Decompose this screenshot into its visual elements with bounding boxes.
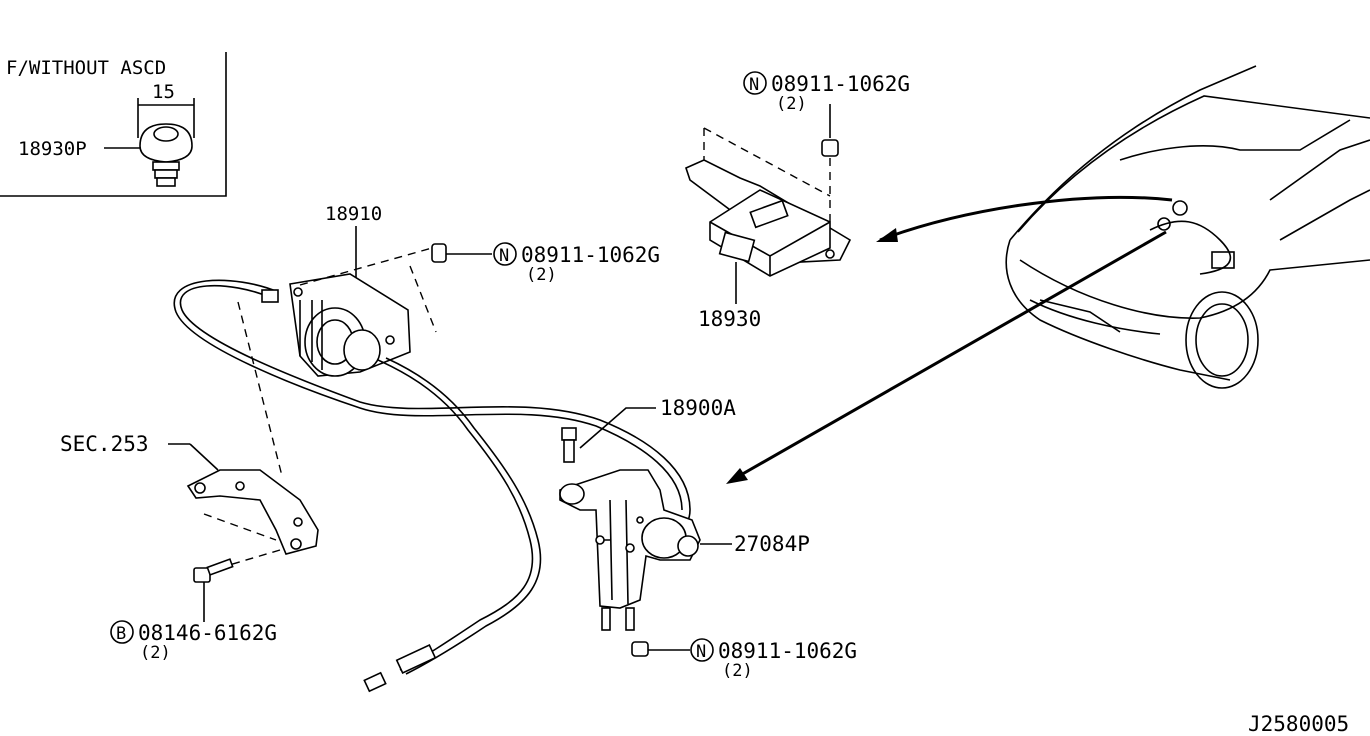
screw-icon (561, 427, 577, 463)
bolt-qty: (2) (140, 643, 171, 663)
actuator-18910: 18910 (173, 203, 691, 693)
vacuum-hose (179, 284, 691, 541)
callout-cable: 18900A (660, 396, 736, 420)
vehicle-outline-icon (1005, 65, 1370, 389)
bolt-icon (193, 558, 234, 583)
control-unit-18930: N 08911-1062G (2) 18930 (685, 71, 910, 331)
dimension-value: 15 (152, 81, 175, 103)
nut-b-qty: (2) (776, 94, 807, 114)
nut-icon (631, 641, 649, 657)
bolt-symbol: B (116, 624, 126, 644)
nut-icon (431, 243, 447, 263)
callout-sec-ref: SEC.253 (60, 432, 149, 456)
pump-body-icon (559, 469, 701, 631)
nut-a-number: 08911-1062G (521, 243, 660, 267)
cable-end-icon (395, 643, 437, 675)
arrow-to-pump (731, 230, 1167, 482)
inset-title: F/WITHOUT ASCD (6, 57, 166, 79)
diagram-id: J2580005 (1248, 712, 1349, 736)
nut-b-symbol: N (749, 75, 759, 95)
actuator-body-icon (289, 273, 411, 377)
nut-c-number: 08911-1062G (718, 639, 857, 663)
nut-a: N 08911-1062G (2) (431, 242, 660, 285)
bracket-icon (186, 469, 319, 555)
inset-frame (0, 52, 227, 197)
nut-a-qty: (2) (526, 265, 557, 285)
arrow-to-control-unit (879, 195, 1173, 242)
nut-b-number: 08911-1062G (771, 72, 910, 96)
grommet-18930p-icon (139, 123, 193, 187)
nut-c: N 08911-1062G (2) (631, 638, 857, 681)
pump-27084p: 18900A 27084P (559, 396, 810, 631)
callout-actuator: 18910 (325, 203, 382, 225)
inset-part-number: 18930P (18, 138, 87, 160)
callout-control-unit: 18930 (698, 307, 761, 331)
bracket-sec253: SEC.253 B 08146-6162G (2) (60, 432, 319, 663)
bolt-number: 08146-6162G (138, 621, 277, 645)
nut-c-symbol: N (696, 642, 706, 662)
inset-without-ascd: F/WITHOUT ASCD 15 18930P (0, 52, 227, 197)
callout-pump: 27084P (734, 532, 810, 556)
nut-icon (821, 139, 839, 157)
nut-a-symbol: N (499, 246, 509, 266)
control-unit-body-icon (685, 159, 852, 277)
throttle-cable (377, 359, 534, 671)
nut-c-qty: (2) (722, 661, 753, 681)
